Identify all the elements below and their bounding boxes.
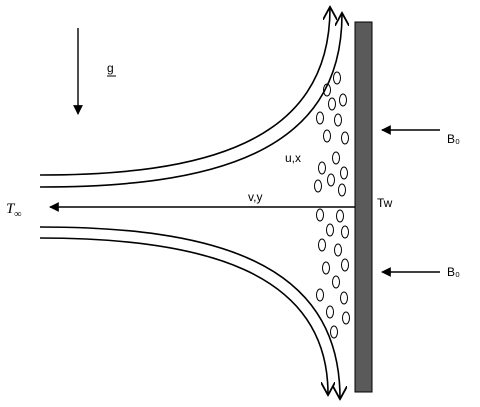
lower-streamlines [39, 226, 340, 398]
particle [314, 179, 322, 193]
upper-streamlines [39, 8, 342, 188]
particle [316, 208, 324, 222]
particle [330, 325, 338, 339]
tangential-axis-label: u,x [285, 151, 301, 165]
normal-axis-label: v,y [248, 190, 262, 204]
particle [328, 97, 336, 111]
particle [340, 166, 348, 180]
particle [327, 173, 335, 187]
lower-streamline-outer [39, 237, 328, 394]
magnetic-field-label-upper: B₀ [447, 132, 460, 146]
particle [338, 183, 346, 197]
upper-streamline-inner [39, 14, 342, 188]
particle [322, 261, 330, 275]
heated-plate [354, 21, 373, 393]
particle [333, 71, 341, 85]
particle [326, 305, 334, 319]
particle [318, 161, 326, 175]
particle [332, 151, 340, 165]
particle [341, 131, 349, 145]
gravity-label: g [107, 61, 114, 75]
particle [318, 238, 326, 252]
particle [341, 258, 349, 272]
particle [323, 83, 331, 97]
particle [340, 291, 348, 305]
particle [336, 209, 344, 223]
particle [339, 93, 347, 107]
wall-temperature-label: Tw [377, 196, 393, 210]
ambient-temperature-label: T∞ [6, 201, 21, 220]
particle [316, 288, 324, 302]
particle [334, 243, 342, 257]
particle [334, 113, 342, 127]
magnetic-field-label-lower: B₀ [447, 265, 460, 279]
particle-cluster [314, 71, 350, 339]
particle [326, 223, 334, 237]
lower-streamline-inner [39, 226, 340, 398]
particle [316, 111, 324, 125]
particle [323, 129, 331, 143]
particle [332, 275, 340, 289]
particle [341, 225, 349, 239]
particle [342, 311, 350, 325]
upper-streamline-outer [39, 8, 330, 176]
